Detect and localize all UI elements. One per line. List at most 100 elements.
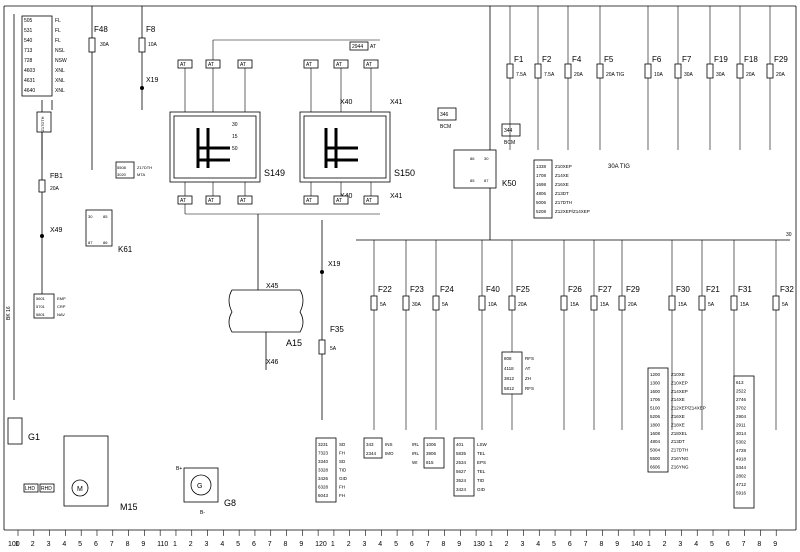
relay-k50 [453,149,497,189]
rhd-label: RHD [41,486,52,492]
at-tags-bottom: AT AT AT AT AT AT [177,195,379,205]
ref-code: 2522 [736,389,747,394]
ref-code: 2534 [456,460,467,465]
ref-code: 6043 [318,493,329,498]
scale-num: 9 [299,541,303,548]
svg-text:30: 30 [88,214,93,219]
x41-label-bot: X41 [390,193,403,200]
ref-label: GID [339,476,348,481]
alternator-g8-label: G8 [224,498,236,508]
ref-label: RFS [525,356,534,361]
zlist-label: Z16XE [555,182,569,187]
svg-text:AT: AT [180,198,186,204]
module-a15 [228,289,304,333]
switch-s150-label: S150 [394,168,415,178]
fuse-top-name: F5 [604,55,614,64]
zlist-label: Z17DTH [555,200,572,205]
ref-code: 4728 [736,448,747,453]
fuse-f8 [138,37,146,53]
fuse-top [534,63,542,79]
x49-label: X49 [50,227,63,234]
scale-num: 1 [173,541,177,548]
scale-num: 3 [520,541,524,548]
battery-g1 [7,417,23,445]
fuse-fb1-name: FB1 [50,173,63,180]
fuse-top [506,63,514,79]
mid-bus-30: 30 [786,232,792,238]
ref-code: 3812 [504,376,515,381]
ref-code: 2344 [366,451,377,456]
fuse-f35 [318,339,326,355]
fuse-fb1-rating: 20A [50,186,60,192]
fl-label: FL [55,18,61,24]
fuse-mid-name: F31 [738,285,752,294]
fuse-mid-rating: 15A [600,302,610,308]
z17dth-tag [36,111,52,133]
scale-num: 2 [31,541,35,548]
scale-num: 9 [457,541,461,548]
scale-num: 2 [505,541,509,548]
fl-code: 531 [24,28,33,34]
fuse-top-rating: 30A [716,72,726,78]
svg-text:87: 87 [88,240,93,245]
fuse-top-name: F19 [714,55,728,64]
svg-text:AT: AT [240,62,246,68]
fl-code: 713 [24,48,33,54]
scale-num: 2 [663,541,667,548]
fl-code: 728 [24,58,33,64]
fuse-top [766,63,774,79]
scale-num: 4 [62,541,66,548]
x49-connector-icon [40,234,44,238]
scale-num: 3 [678,541,682,548]
ref-code: 3231 [318,442,329,447]
ref-346: 346 [440,112,449,118]
fuse-top [706,63,714,79]
fuse-mid [432,295,440,311]
ref-code: 5004 [650,448,661,453]
scale-num: 5 [710,541,714,548]
ref-code: 5206 [650,414,661,419]
fuse-mid [730,295,738,311]
fl-label: XNL [55,88,65,94]
svg-text:85: 85 [470,178,475,183]
fuse-top-rating: 20A [746,72,756,78]
ref-label: EPS [477,460,486,465]
alternator-bminus: B- [200,510,205,516]
scale-num: 8 [599,541,603,548]
svg-text:AT: AT [208,62,214,68]
ref-code: 3340 [318,459,329,464]
fuse-mid-name: F21 [706,285,720,294]
fl-code: 4603 [24,68,35,74]
mid-fuse-row: F225AF2330AF245AF4010AF2520AF2615AF2715A… [370,240,794,430]
zlist-code: 1338 [536,164,547,169]
scale-num: 6 [252,541,256,548]
scale-num: 4 [536,541,540,548]
s149-30: 30 [232,122,238,128]
fuse-mid-rating: 15A [740,302,750,308]
scale-num: 7 [110,541,114,548]
bcm-label-346: BCM [440,124,451,130]
ref-code: 3424 [456,487,467,492]
ref-label: GID [477,487,486,492]
ref-code: 1300 [650,380,661,385]
fuse-top-name: F4 [572,55,582,64]
ref-label: Z10XE [671,372,685,377]
ref-code: 4918 [736,457,747,462]
scale-num: 5 [394,541,398,548]
zlist-code: 1708 [536,173,547,178]
svg-text:AT: AT [336,198,342,204]
scale-num: 9 [141,541,145,548]
fuse-mid [370,295,378,311]
fuse-mid [668,295,676,311]
ref-code: 3426 [318,476,329,481]
fl-code: 505 [24,18,33,24]
fuse-top-name: F18 [744,55,758,64]
ref-label: TEL [477,469,486,474]
scale-num: 1 [647,541,651,548]
ref-label: Z10XEP [671,380,688,385]
ref-code: 3014 [736,431,747,436]
ref-label: Z16XE [671,414,685,419]
at-tags-top: AT AT AT AT AT AT [177,59,379,69]
